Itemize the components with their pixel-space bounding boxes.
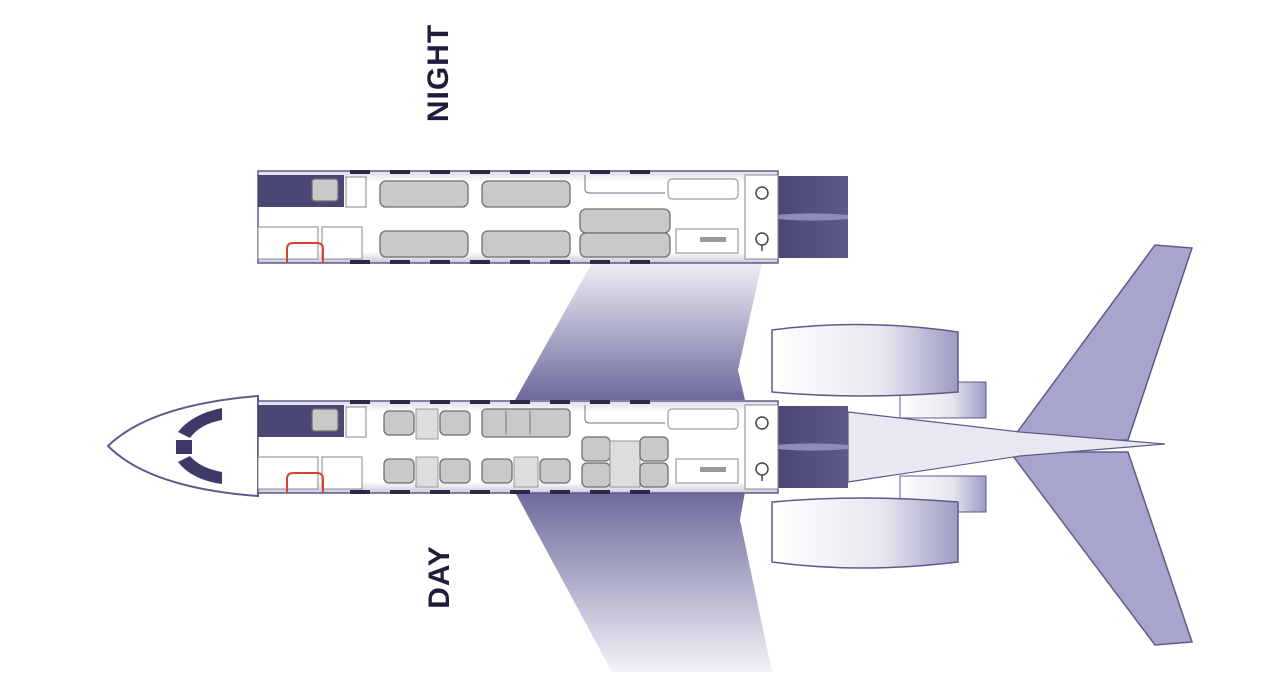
credenza xyxy=(584,405,665,424)
window xyxy=(510,260,530,264)
club-seat xyxy=(481,458,513,484)
club-seat xyxy=(581,436,611,462)
window xyxy=(470,170,490,174)
window xyxy=(390,490,410,494)
day-cabin-layout xyxy=(257,400,848,494)
night-cabin-layout xyxy=(257,170,848,264)
tail-spine xyxy=(760,443,848,451)
window xyxy=(550,260,570,264)
window xyxy=(390,260,410,264)
window xyxy=(470,260,490,264)
table xyxy=(415,456,439,488)
club-seat xyxy=(639,462,669,488)
cockpit-windows xyxy=(176,408,222,484)
toilet-icon xyxy=(755,462,769,476)
window xyxy=(430,400,450,404)
aft-cabinet xyxy=(667,178,739,200)
divan xyxy=(481,408,571,438)
window xyxy=(590,260,610,264)
window xyxy=(470,400,490,404)
club-seat xyxy=(439,410,471,436)
lower-wing xyxy=(515,492,772,672)
window xyxy=(430,260,450,264)
table xyxy=(415,408,439,440)
window xyxy=(550,170,570,174)
window xyxy=(550,490,570,494)
entry-door xyxy=(286,242,324,263)
club-seat xyxy=(439,458,471,484)
window xyxy=(590,400,610,404)
club-seat xyxy=(581,462,611,488)
window xyxy=(350,170,370,174)
upper-stabilizer xyxy=(1008,244,1194,443)
galley xyxy=(321,456,363,490)
window xyxy=(390,400,410,404)
window xyxy=(470,490,490,494)
club-seat xyxy=(383,410,415,436)
galley xyxy=(321,226,363,260)
cabinet xyxy=(345,406,367,438)
aft-cabinet xyxy=(667,408,739,430)
bed xyxy=(379,230,469,258)
window xyxy=(630,490,650,494)
crew-seat xyxy=(311,178,339,202)
bed xyxy=(481,230,571,258)
window xyxy=(430,170,450,174)
galley-grill xyxy=(700,237,726,242)
divan-bed xyxy=(481,180,571,208)
toilet-icon xyxy=(755,232,769,246)
window xyxy=(350,490,370,494)
window xyxy=(630,400,650,404)
window xyxy=(350,260,370,264)
sink-icon xyxy=(755,186,769,200)
club-seat xyxy=(539,458,571,484)
window xyxy=(510,490,530,494)
club-seat xyxy=(639,436,669,462)
window xyxy=(550,400,570,404)
galley-grill xyxy=(700,467,726,472)
upper-engine xyxy=(771,323,987,419)
window xyxy=(590,490,610,494)
credenza xyxy=(584,175,665,194)
table xyxy=(513,456,539,488)
window xyxy=(510,170,530,174)
divan-bed xyxy=(379,180,469,208)
tail-spine xyxy=(760,213,848,221)
window xyxy=(430,490,450,494)
window xyxy=(510,400,530,404)
window xyxy=(590,170,610,174)
sink-icon xyxy=(755,416,769,430)
lower-stabilizer xyxy=(1008,451,1194,646)
cabinet xyxy=(345,176,367,208)
upper-wing xyxy=(515,263,762,400)
crew-seat xyxy=(311,408,339,432)
window xyxy=(350,400,370,404)
window xyxy=(630,170,650,174)
window xyxy=(630,260,650,264)
lower-engine xyxy=(771,475,987,569)
entry-door xyxy=(286,472,324,493)
bed xyxy=(579,208,671,234)
table xyxy=(609,440,641,488)
bed xyxy=(579,232,671,258)
club-seat xyxy=(383,458,415,484)
window xyxy=(390,170,410,174)
